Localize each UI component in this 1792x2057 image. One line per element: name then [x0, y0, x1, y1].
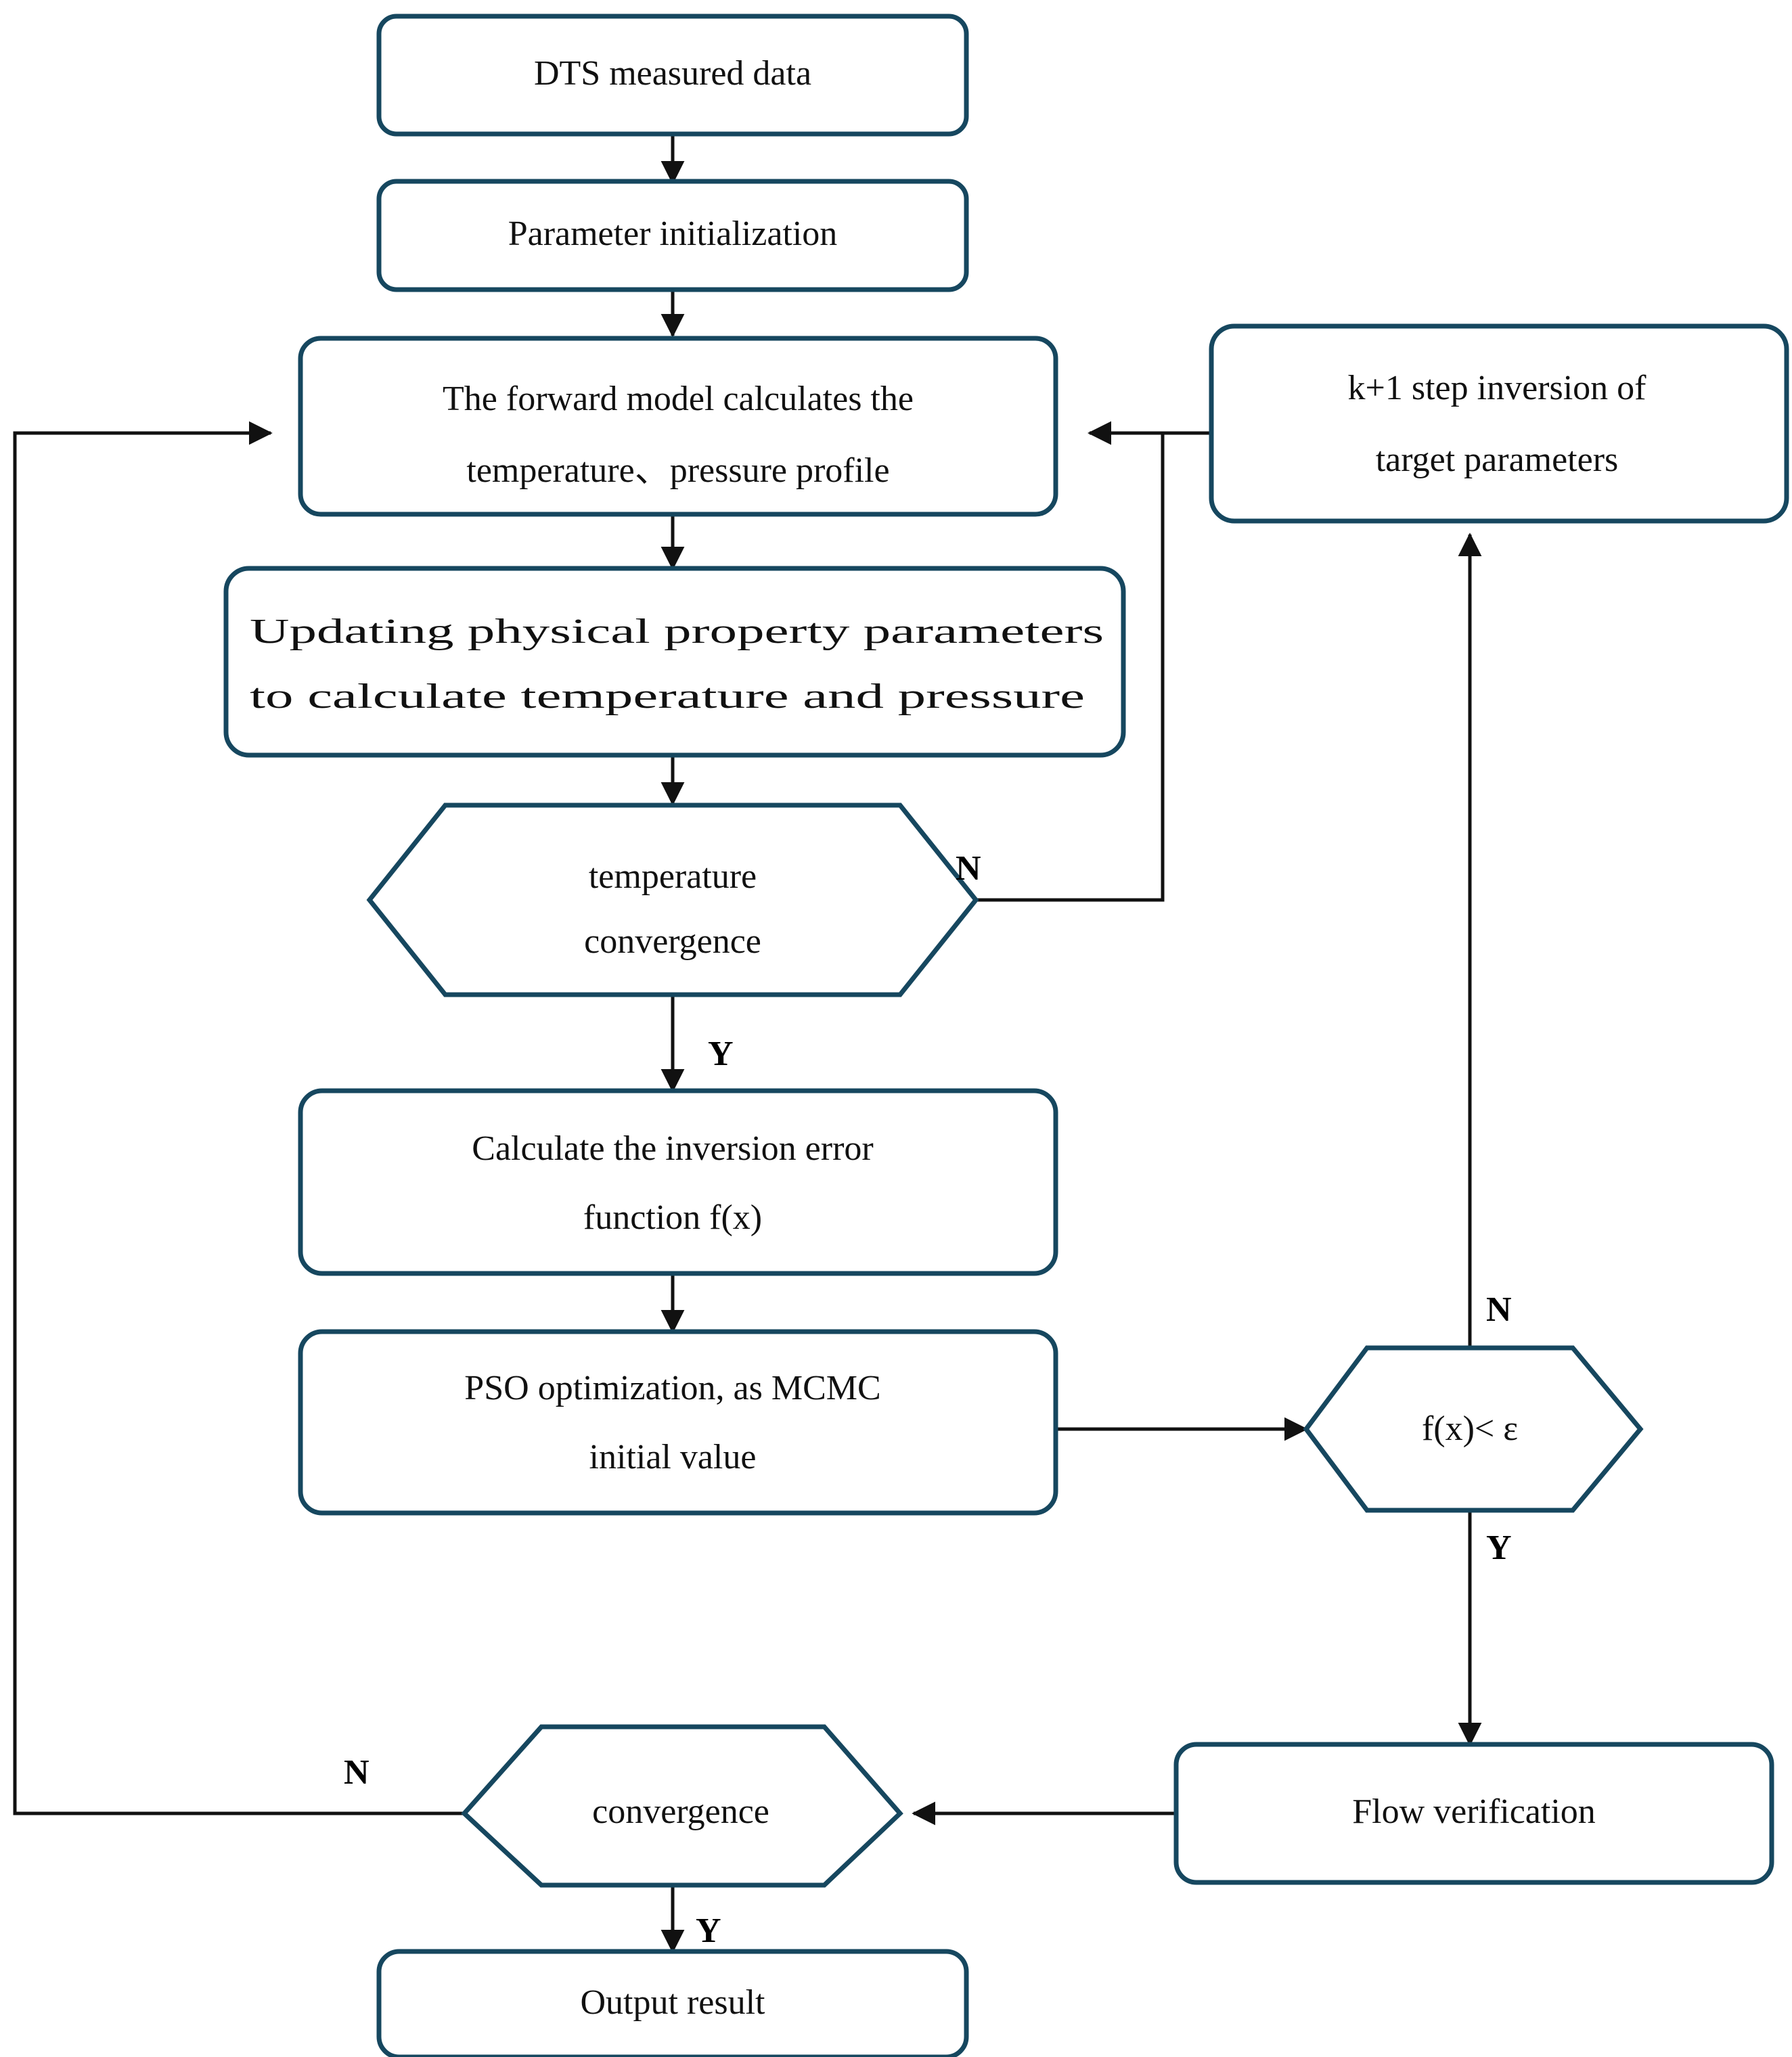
label-dts-measured-data: DTS measured data: [534, 54, 811, 93]
branch-label-convergence-yes: Y: [696, 1912, 721, 1950]
label-pso-line1: PSO optimization, as MCMC: [464, 1369, 880, 1407]
node-parameter-initialization[interactable]: [376, 179, 969, 292]
label-forward-model-line2: temperature、pressure profile: [466, 451, 889, 490]
branch-label-fxeps-no: N: [1486, 1290, 1512, 1329]
branch-label-tempconv-no: N: [956, 849, 981, 888]
label-kplus1-line2: target parameters: [1376, 440, 1619, 479]
label-parameter-initialization: Parameter initialization: [508, 214, 838, 253]
label-pso-line2: initial value: [589, 1438, 757, 1476]
label-flow-verification: Flow verification: [1352, 1792, 1596, 1831]
label-convergence: convergence: [592, 1792, 769, 1831]
node-output-result[interactable]: [376, 1949, 969, 2057]
label-output-result: Output result: [581, 1983, 766, 2022]
label-temperature-convergence-line1: temperature: [589, 857, 757, 896]
branch-label-convergence-no: N: [344, 1753, 369, 1792]
node-forward-model[interactable]: [298, 336, 1058, 517]
branch-label-fxeps-yes: Y: [1486, 1529, 1512, 1567]
node-updating-physical-parameters[interactable]: [223, 566, 1126, 758]
label-fx-less-than-epsilon: f(x)< ε: [1422, 1409, 1518, 1448]
label-forward-model-line1: The forward model calculates the: [443, 380, 914, 418]
node-dts-measured-data[interactable]: [376, 14, 969, 137]
node-kplus1-step-inversion[interactable]: [1209, 323, 1789, 524]
node-pso-optimization[interactable]: [298, 1329, 1058, 1516]
node-temperature-convergence[interactable]: [366, 803, 979, 997]
label-temperature-convergence-line2: convergence: [584, 922, 761, 961]
label-kplus1-line1: k+1 step inversion of: [1348, 369, 1647, 407]
node-convergence[interactable]: [461, 1724, 903, 1888]
branch-label-tempconv-yes: Y: [708, 1035, 734, 1073]
node-fx-less-than-epsilon[interactable]: [1303, 1345, 1644, 1513]
label-calculate-error-line2: function f(x): [583, 1198, 762, 1237]
label-calculate-error-line1: Calculate the inversion error: [472, 1129, 873, 1168]
node-calculate-inversion-error[interactable]: [298, 1088, 1058, 1276]
node-flow-verification[interactable]: [1173, 1742, 1774, 1885]
connector-convergence-no-loop: [13, 421, 464, 1815]
label-updating-line1: Updating physical property parameters: [250, 612, 1104, 651]
label-updating-line2: to calculate temperature and pressure: [250, 677, 1085, 716]
